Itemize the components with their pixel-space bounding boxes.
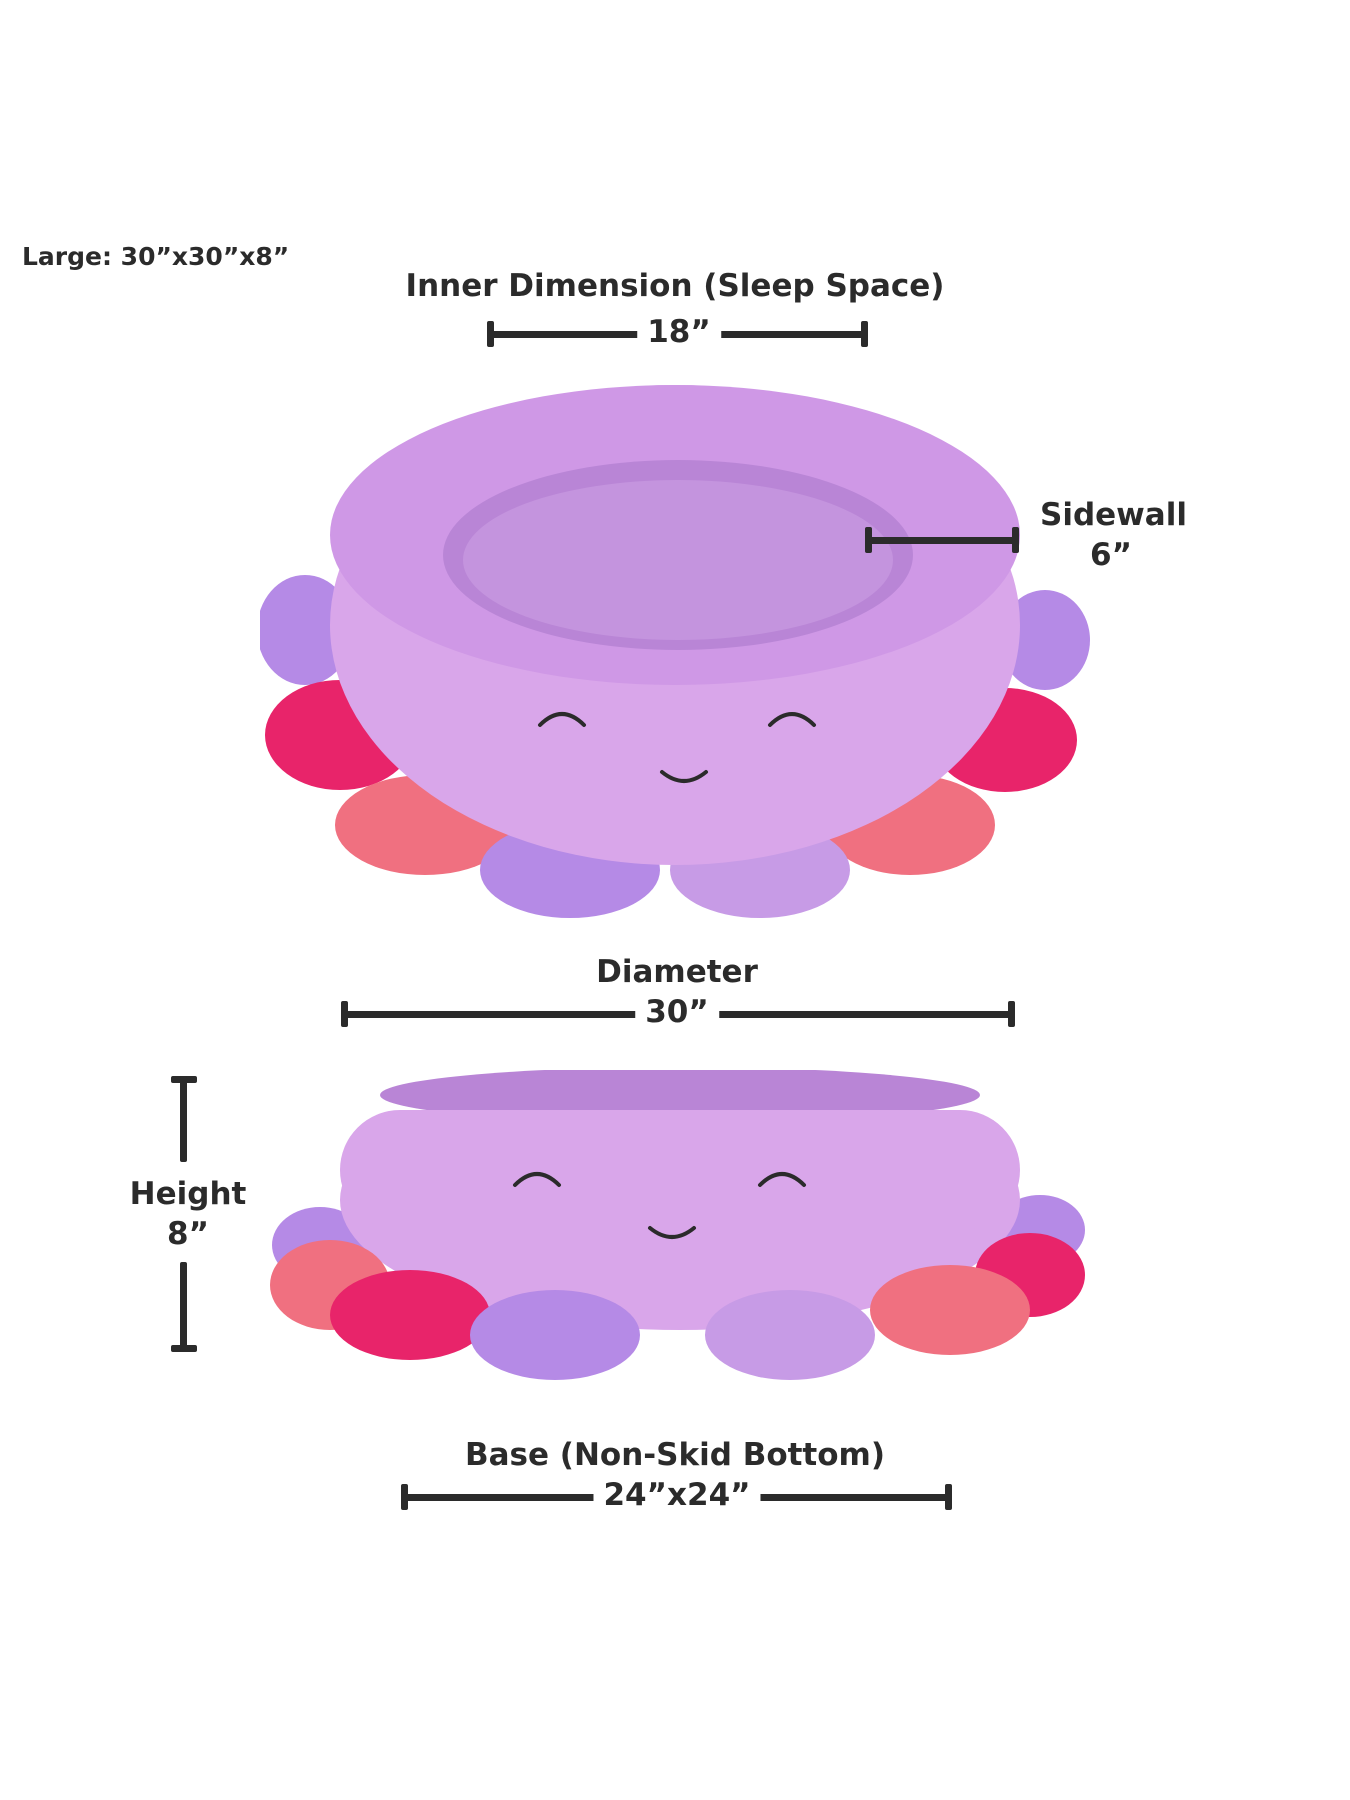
base-value: 24”x24” xyxy=(593,1477,761,1513)
size-label: Large: 30”x30”x8” xyxy=(22,242,290,271)
diameter-title: Diameter xyxy=(596,954,758,990)
height-value: 8” xyxy=(167,1216,209,1252)
base-title: Base (Non-Skid Bottom) xyxy=(464,1437,886,1473)
sidewall-title: Sidewall xyxy=(1040,497,1187,533)
height-title: Height xyxy=(129,1176,247,1212)
inner-dimension-title: Inner Dimension (Sleep Space) xyxy=(405,268,945,304)
octopus-bed-top-view xyxy=(260,385,1090,918)
diameter-value: 30” xyxy=(635,994,719,1030)
octopus-bed-side-view xyxy=(270,1070,1085,1380)
sidewall-value: 6” xyxy=(1090,537,1132,573)
inner-dimension-value: 18” xyxy=(637,314,721,350)
